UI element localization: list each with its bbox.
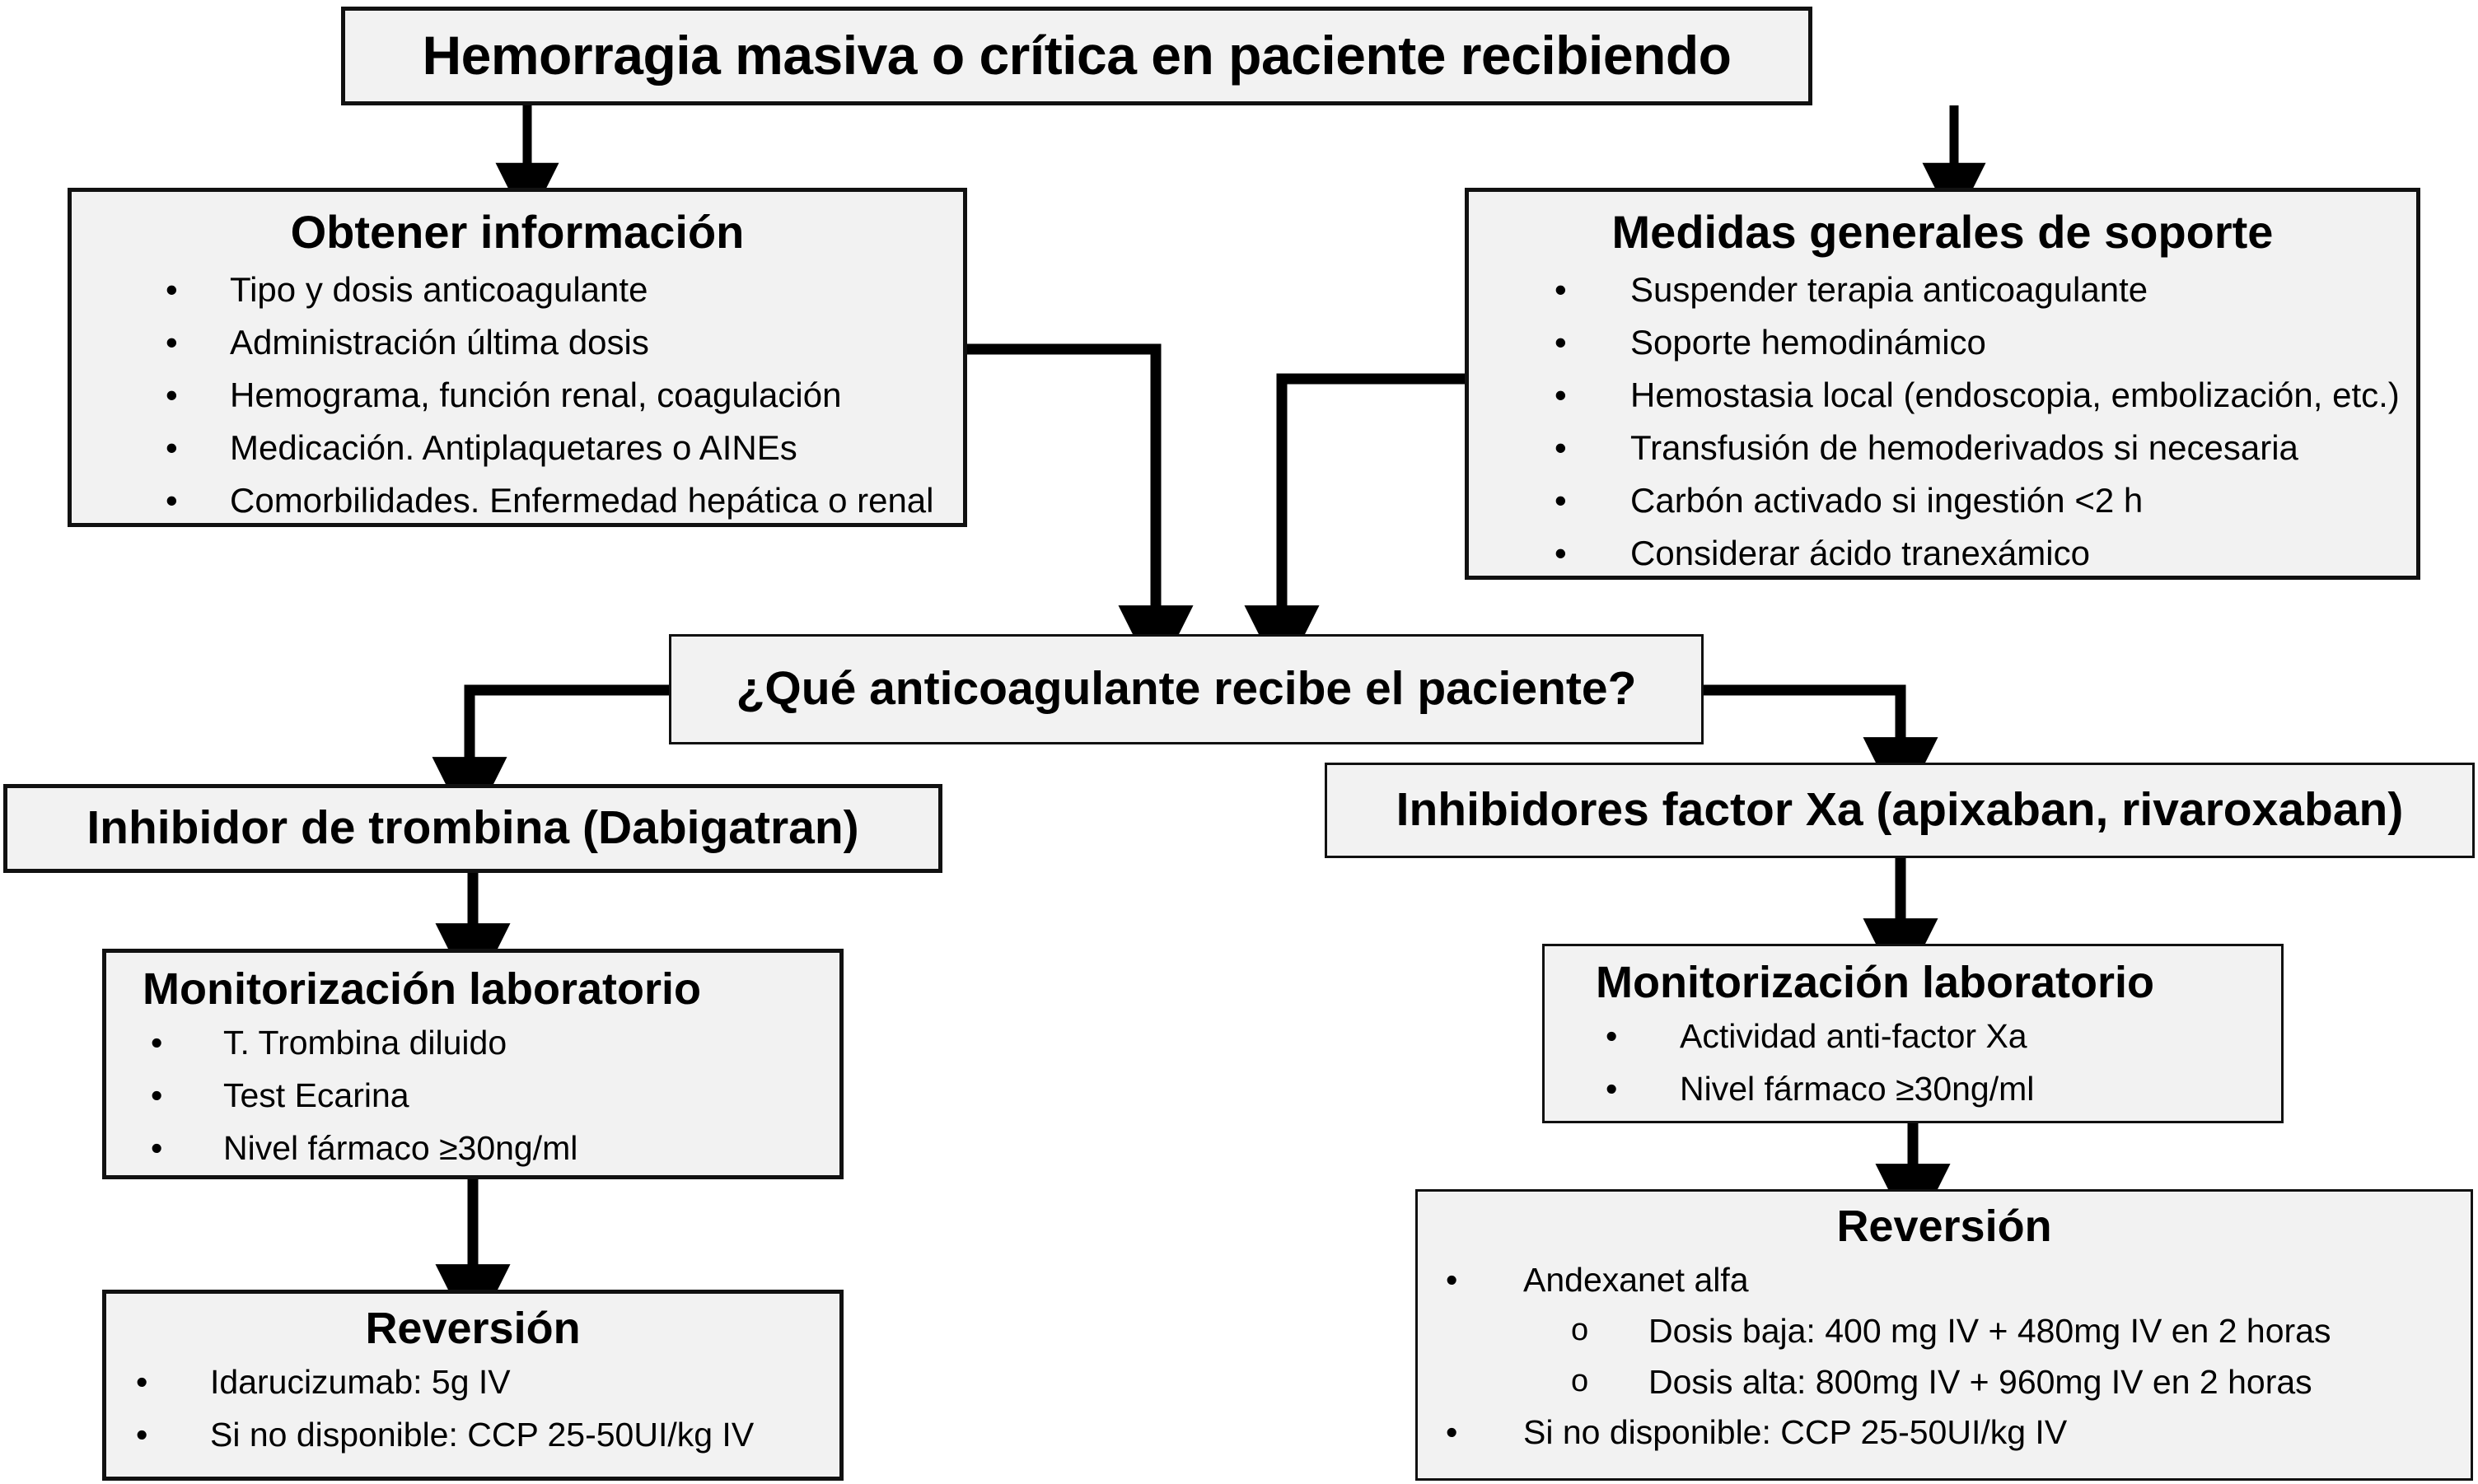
bullet-icon: • (1555, 375, 1567, 414)
sub-list-item-label: Dosis alta: 800mg IV + 960mg IV en 2 hor… (1648, 1362, 2312, 1401)
bullet-icon: • (1606, 1069, 1618, 1108)
bullet-icon: • (1606, 1016, 1618, 1055)
sub-list-item-label: Dosis baja: 400 mg IV + 480mg IV en 2 ho… (1648, 1311, 2331, 1350)
bullet-icon: • (1555, 480, 1567, 520)
list-item-label: Si no disponible: CCP 25-50UI/kg IV (1523, 1413, 2068, 1452)
list-item: • Comorbilidades. Enfermedad hepática o … (166, 481, 956, 520)
bullet-icon: • (166, 269, 178, 309)
sub-list-item: o Dosis alta: 800mg IV + 960mg IV en 2 h… (1446, 1362, 2464, 1402)
list-item-label: Medicación. Antiplaquetares o AINEs (230, 427, 797, 467)
list-item: • Suspender terapia anticoagulante (1555, 270, 2410, 309)
node-title-hemorragia[interactable]: Hemorragia masiva o crítica en paciente … (341, 7, 1812, 105)
bullet-icon: • (1555, 269, 1567, 309)
list-item-label: Hemograma, función renal, coagulación (230, 375, 842, 414)
bullet-icon: • (1446, 1413, 1458, 1452)
list-item: • Actividad anti-factor Xa (1606, 1016, 2275, 1056)
node-decision-label: ¿Qué anticoagulante recibe el paciente? (736, 662, 1637, 716)
bullet-icon: • (166, 322, 178, 362)
list-item-label: Hemostasia local (endoscopia, embolizaci… (1630, 375, 2400, 414)
bullet-icon: • (136, 1415, 148, 1454)
node-reversion-left-heading: Reversión (365, 1304, 581, 1353)
node-branch-inhibidores-factor-xa[interactable]: Inhibidores factor Xa (apixaban, rivarox… (1325, 763, 2475, 858)
lab-left-bullet-list: • T. Trombina diluido • Test Ecarina • N… (113, 1024, 833, 1168)
node-branch-left-label: Inhibidor de trombina (Dabigatran) (86, 801, 859, 855)
list-item: • Nivel fármaco ≥30ng/ml (151, 1128, 833, 1168)
bullet-icon: • (1555, 322, 1567, 362)
bullet-icon: • (151, 1076, 163, 1114)
node-medidas-heading: Medidas generales de soporte (1611, 206, 2274, 258)
list-item-label: Soporte hemodinámico (1630, 322, 1986, 362)
connector-medidas-to-decision (1244, 373, 1465, 681)
list-item: • Carbón activado si ingestión <2 h (1555, 481, 2410, 520)
node-reversion-right-heading: Reversión (1836, 1202, 2052, 1251)
node-branch-inhibidor-trombina[interactable]: Inhibidor de trombina (Dabigatran) (3, 784, 942, 873)
list-item-label: Carbón activado si ingestión <2 h (1630, 480, 2144, 520)
node-title-label: Hemorragia masiva o crítica en paciente … (422, 25, 1732, 86)
list-item-label: Transfusión de hemoderivados si necesari… (1630, 427, 2298, 467)
bullet-icon: • (136, 1362, 148, 1401)
reversion-left-bullet-list: • Idarucizumab: 5g IV • Si no disponible… (113, 1362, 833, 1454)
node-obtener-informacion[interactable]: Obtener información • Tipo y dosis antic… (68, 188, 967, 527)
node-decision-que-anticoagulante[interactable]: ¿Qué anticoagulante recibe el paciente? (669, 634, 1704, 744)
list-item: • Tipo y dosis anticoagulante (166, 270, 956, 309)
list-item: • Nivel fármaco ≥30ng/ml (1606, 1069, 2275, 1108)
node-lab-right-heading: Monitorización laboratorio (1596, 958, 2155, 1007)
list-item: • Hemograma, función renal, coagulación (166, 376, 956, 414)
node-medidas-generales-soporte[interactable]: Medidas generales de soporte • Suspender… (1465, 188, 2420, 580)
bullet-icon: • (151, 1128, 163, 1167)
medidas-bullet-list: • Suspender terapia anticoagulante • Sop… (1475, 270, 2410, 572)
list-item-label: Comorbilidades. Enfermedad hepática o re… (230, 480, 934, 520)
bullet-icon: • (1555, 427, 1567, 467)
list-item-label: Actividad anti-factor Xa (1680, 1016, 2027, 1055)
list-item: • Soporte hemodinámico (1555, 323, 2410, 362)
list-item-label: T. Trombina diluido (223, 1023, 507, 1062)
list-item-label: Test Ecarina (223, 1076, 409, 1114)
node-lab-left-heading: Monitorización laboratorio (143, 964, 702, 1014)
list-item: • Considerar ácido tranexámico (1555, 534, 2410, 572)
obtener-bullet-list: • Tipo y dosis anticoagulante • Administ… (78, 270, 956, 520)
list-item-label: Administración última dosis (230, 322, 649, 362)
bullet-icon: • (166, 427, 178, 467)
bullet-icon: • (1555, 533, 1567, 572)
sub-bullet-icon: o (1571, 1312, 1589, 1347)
bullet-icon: • (1446, 1260, 1458, 1299)
bullet-icon: • (166, 480, 178, 520)
list-item-label: Andexanet alfa (1523, 1260, 1749, 1299)
list-item: • T. Trombina diluido (151, 1024, 833, 1062)
bullet-icon: • (151, 1023, 163, 1062)
node-monitorizacion-laboratorio-right[interactable]: Monitorización laboratorio • Actividad a… (1542, 944, 2284, 1123)
list-item: • Administración última dosis (166, 323, 956, 362)
list-item: • Test Ecarina (151, 1076, 833, 1115)
node-monitorizacion-laboratorio-left[interactable]: Monitorización laboratorio • T. Trombina… (102, 949, 844, 1179)
reversion-right-bullet-list: • Andexanet alfa o Dosis baja: 400 mg IV… (1424, 1260, 2464, 1453)
list-item-label: Nivel fármaco ≥30ng/ml (1680, 1069, 2035, 1108)
connector-decision-to-branch-right (1704, 684, 1938, 813)
connector-obtener-to-decision (967, 343, 1194, 681)
list-item: • Medicación. Antiplaquetares o AINEs (166, 428, 956, 467)
list-item-label: Tipo y dosis anticoagulante (230, 269, 648, 309)
node-branch-right-label: Inhibidores factor Xa (apixaban, rivarox… (1396, 783, 2404, 837)
list-item: • Si no disponible: CCP 25-50UI/kg IV (1446, 1413, 2464, 1452)
list-item-label: Si no disponible: CCP 25-50UI/kg IV (210, 1415, 755, 1454)
sub-list-item: o Dosis baja: 400 mg IV + 480mg IV en 2 … (1446, 1311, 2464, 1351)
list-item: • Andexanet alfa (1446, 1260, 2464, 1300)
node-reversion-right[interactable]: Reversión • Andexanet alfa o Dosis baja:… (1415, 1189, 2473, 1481)
list-item: • Si no disponible: CCP 25-50UI/kg IV (136, 1416, 833, 1454)
list-item-label: Nivel fármaco ≥30ng/ml (223, 1128, 578, 1167)
list-item: • Idarucizumab: 5g IV (136, 1362, 833, 1402)
list-item: • Hemostasia local (endoscopia, emboliza… (1555, 376, 2410, 414)
node-reversion-left[interactable]: Reversión • Idarucizumab: 5g IV • Si no … (102, 1290, 844, 1481)
sub-bullet-icon: o (1571, 1363, 1589, 1398)
bullet-icon: • (166, 375, 178, 414)
list-item: • Transfusión de hemoderivados si necesa… (1555, 428, 2410, 467)
node-obtener-heading: Obtener información (290, 206, 745, 258)
list-item-label: Idarucizumab: 5g IV (210, 1362, 511, 1401)
lab-right-bullet-list: • Actividad anti-factor Xa • Nivel fárma… (1551, 1016, 2275, 1108)
connector-decision-to-branch-left (432, 684, 669, 833)
list-item-label: Suspender terapia anticoagulante (1630, 269, 2148, 309)
list-item-label: Considerar ácido tranexámico (1630, 533, 2090, 572)
